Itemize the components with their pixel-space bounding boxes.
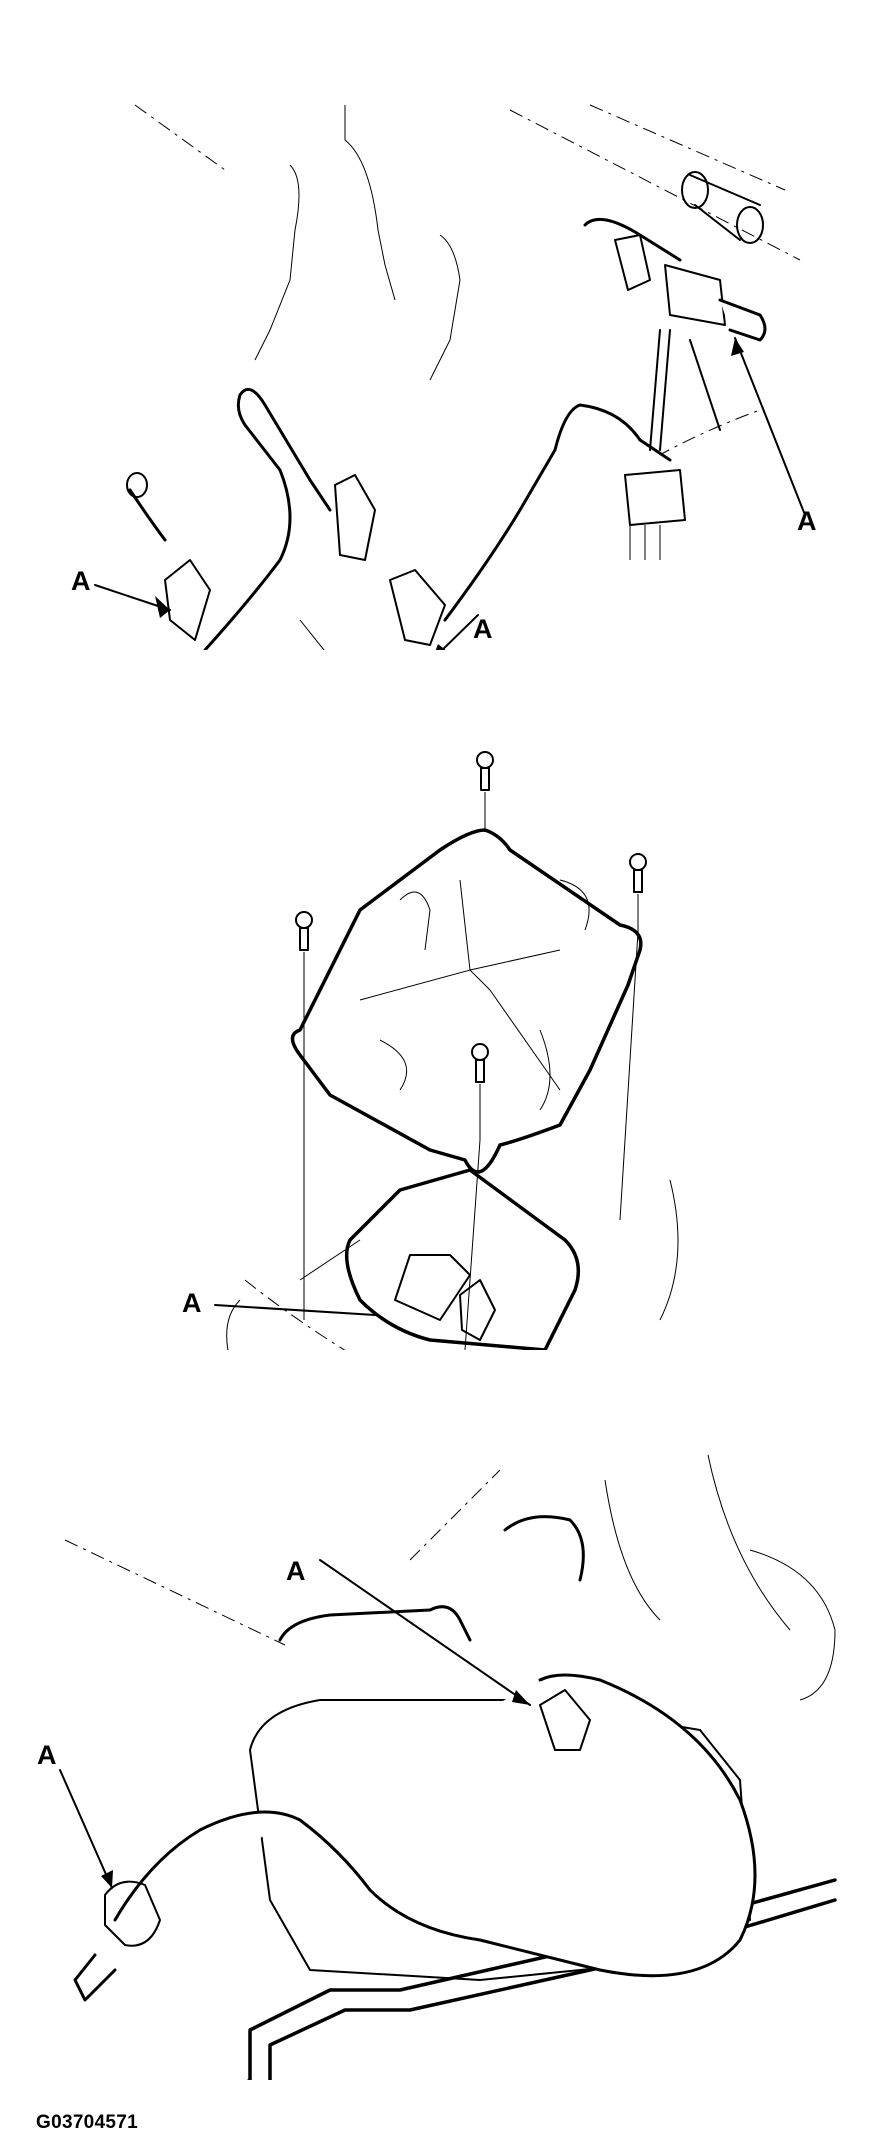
figure-id-label: G03704571 (36, 2112, 139, 2133)
callout-label-a: A (797, 506, 817, 536)
panel-canister-hoses: A A (0, 1380, 885, 2080)
panel-upper-harness: A A A (0, 0, 885, 650)
harness-line-art (94, 104, 806, 650)
access-cover-line-art (214, 751, 679, 1350)
screw-icon (629, 853, 647, 893)
callout-label-a: A (286, 1556, 306, 1586)
screw-icon (476, 751, 494, 791)
callout-label-a: A (182, 1288, 202, 1318)
callout-label-a: A (37, 1740, 57, 1770)
canister-line-art (59, 1454, 837, 2080)
screw-icon (295, 911, 313, 951)
panel-access-cover: A (0, 700, 885, 1350)
callout-label-a: A (473, 614, 493, 644)
callout-label-a: A (71, 566, 91, 596)
screw-icon (471, 1043, 489, 1083)
